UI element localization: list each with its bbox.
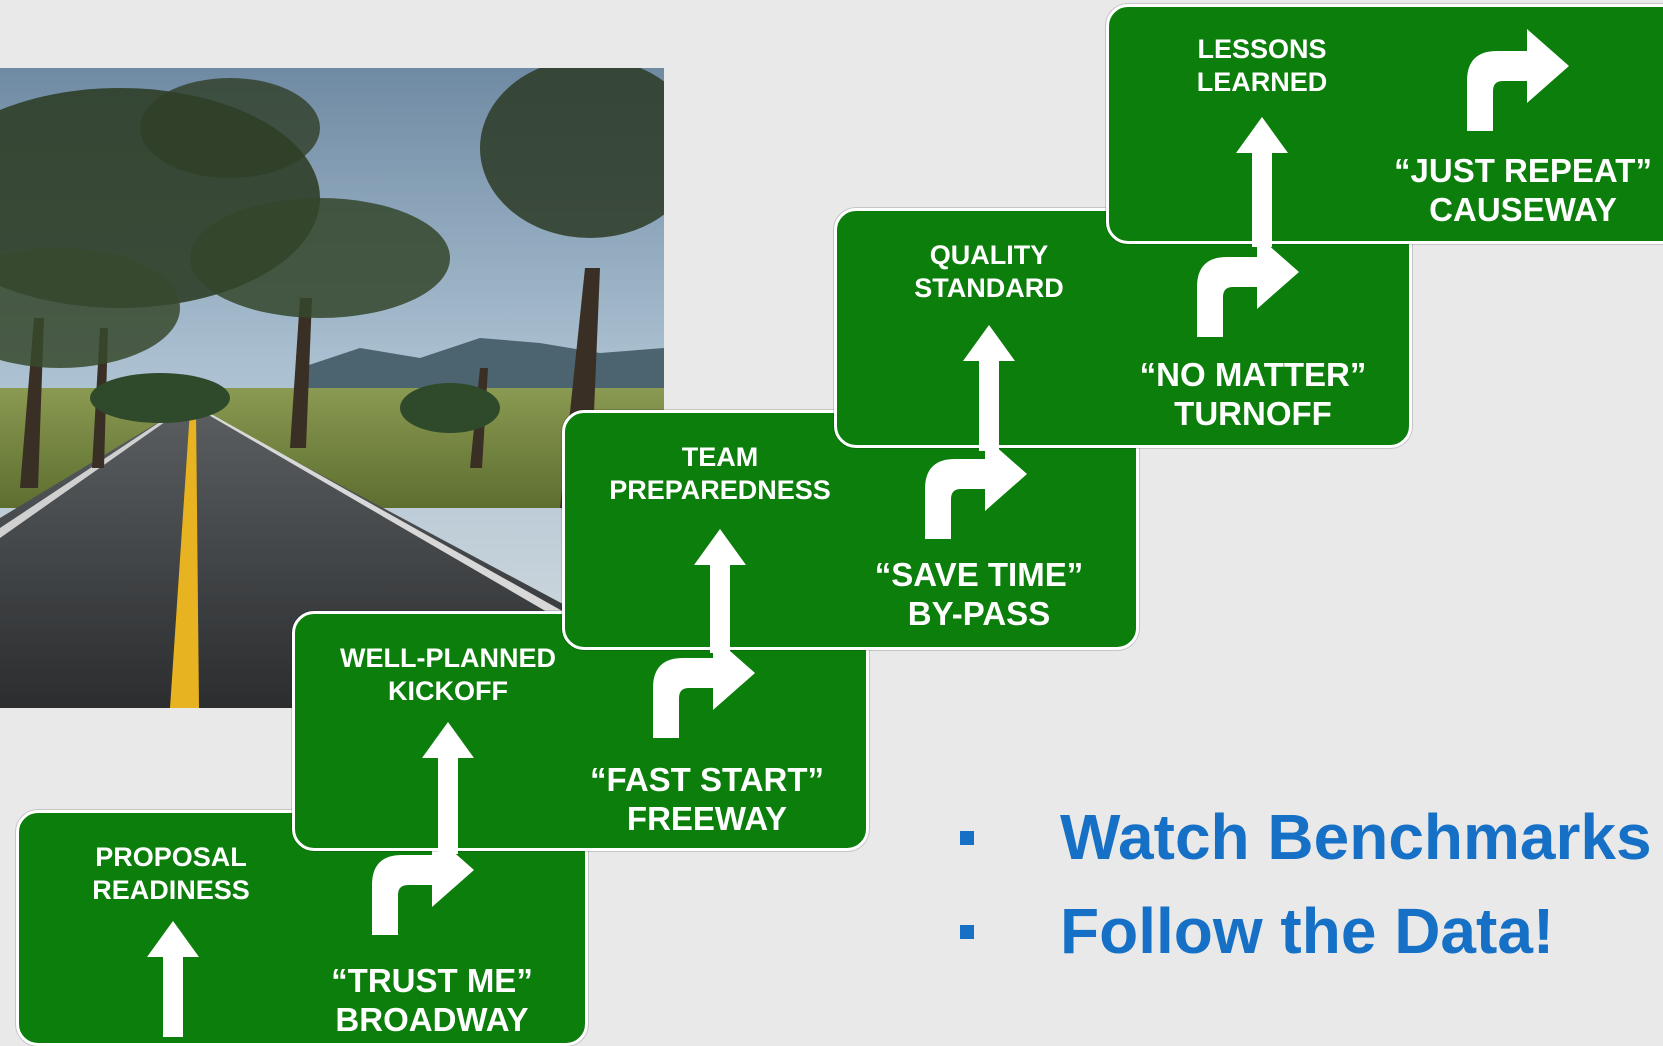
sign-turn-label: “FAST START” FREEWAY: [590, 760, 824, 838]
sign-ahead-label: LESSONS LEARNED: [1197, 33, 1328, 99]
sign-ahead-line1: TEAM: [681, 442, 759, 472]
sign-turn-label: “TRUST ME” BROADWAY: [331, 961, 533, 1039]
sign-turn-label: “SAVE TIME” BY-PASS: [875, 555, 1083, 633]
right-turn-arrow-icon: [925, 437, 1027, 539]
sign-turn-line1: “NO MATTER”: [1139, 356, 1367, 393]
road-sign-quality-standard: QUALITY STANDARD “NO MATTER” TURNOFF: [834, 208, 1412, 451]
sign-ahead-line2: LEARNED: [1196, 67, 1328, 97]
straight-arrow-icon: [147, 921, 199, 1037]
right-turn-arrow-icon: [1197, 235, 1299, 337]
sign-turn-line1: “FAST START”: [589, 761, 825, 798]
straight-arrow-icon: [694, 529, 746, 653]
sign-turn-label: “NO MATTER” TURNOFF: [1140, 355, 1367, 433]
square-bullet-icon: [960, 831, 974, 845]
sign-turn-line1: “JUST REPEAT”: [1394, 152, 1652, 189]
bullet-list: Watch Benchmarks Follow the Data!: [960, 790, 1652, 978]
sign-ahead-label: WELL-PLANNED KICKOFF: [340, 642, 556, 708]
sign-ahead-label: QUALITY STANDARD: [914, 239, 1064, 305]
straight-arrow-icon: [1236, 117, 1288, 247]
sign-ahead-line1: WELL-PLANNED: [340, 643, 556, 673]
sign-turn-label: “JUST REPEAT” CAUSEWAY: [1394, 151, 1652, 229]
sign-ahead-line1: LESSONS: [1197, 34, 1327, 64]
right-turn-arrow-icon: [372, 833, 474, 935]
bullet-item: Watch Benchmarks: [960, 790, 1652, 884]
right-turn-arrow-icon: [653, 636, 755, 738]
sign-turn-line2: FREEWAY: [626, 800, 788, 837]
sign-turn-line2: BY-PASS: [907, 595, 1051, 632]
straight-arrow-icon: [963, 325, 1015, 451]
sign-ahead-line2: READINESS: [92, 875, 250, 905]
bullet-text: Follow the Data!: [1060, 895, 1555, 967]
sign-ahead-label: TEAM PREPAREDNESS: [609, 441, 831, 507]
road-sign-well-planned-kickoff: WELL-PLANNED KICKOFF “FAST START” FREEWA…: [292, 611, 869, 854]
sign-ahead-line1: QUALITY: [929, 240, 1049, 270]
sign-turn-line1: “SAVE TIME”: [874, 556, 1084, 593]
bullet-item: Follow the Data!: [960, 884, 1652, 978]
sign-turn-line2: BROADWAY: [335, 1001, 529, 1038]
square-bullet-icon: [960, 925, 974, 939]
sign-ahead-label: PROPOSAL READINESS: [92, 841, 250, 907]
bullet-text: Watch Benchmarks: [1060, 801, 1652, 873]
road-sign-team-preparedness: TEAM PREPAREDNESS “SAVE TIME” BY-PASS: [562, 410, 1139, 653]
sign-ahead-line2: STANDARD: [914, 273, 1064, 303]
sign-ahead-line2: KICKOFF: [388, 676, 508, 706]
right-turn-arrow-icon: [1467, 29, 1569, 131]
sign-turn-line1: “TRUST ME”: [331, 962, 533, 999]
sign-turn-line2: TURNOFF: [1174, 395, 1332, 432]
straight-arrow-icon: [422, 722, 474, 854]
road-sign-lessons-learned: LESSONS LEARNED “JUST REPEAT” CAUSEWAY: [1106, 4, 1663, 247]
sign-ahead-line2: PREPAREDNESS: [609, 475, 831, 505]
sign-turn-line2: CAUSEWAY: [1429, 191, 1617, 228]
sign-ahead-line1: PROPOSAL: [95, 842, 247, 872]
